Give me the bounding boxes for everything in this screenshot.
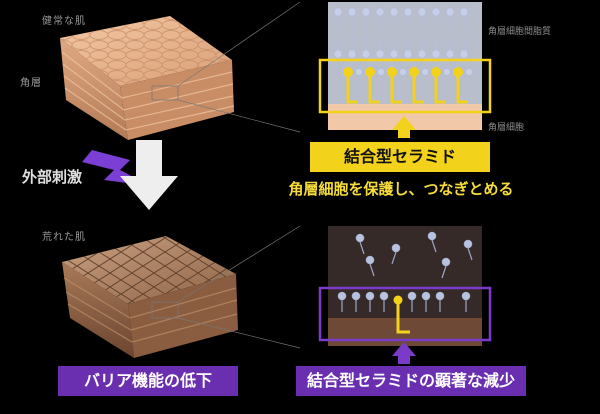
- barrier-decline-box: バリア機能の低下: [58, 366, 238, 396]
- protect-caption: 角層細胞を保護し、つなぎとめる: [268, 178, 534, 199]
- rough-skin-label: 荒れた肌: [42, 228, 86, 243]
- healthy-zoom-panel: [320, 2, 490, 130]
- external-stimulus-label: 外部刺激: [22, 166, 82, 187]
- intercellular-lipid-label: 角層細胞間脂質: [488, 24, 551, 37]
- ceramide-decrease-box: 結合型セラミドの顕著な減少: [296, 366, 526, 396]
- skin-illustrations: [0, 0, 300, 414]
- healthy-skin-block: [60, 16, 234, 140]
- rough-zoom-panel: [320, 226, 490, 346]
- rough-skin-block: [62, 236, 238, 358]
- corneocyte-label: 角層細胞: [488, 120, 524, 133]
- ceramide-diagrams: [300, 0, 600, 414]
- bound-ceramide-box: 結合型セラミド: [310, 142, 490, 172]
